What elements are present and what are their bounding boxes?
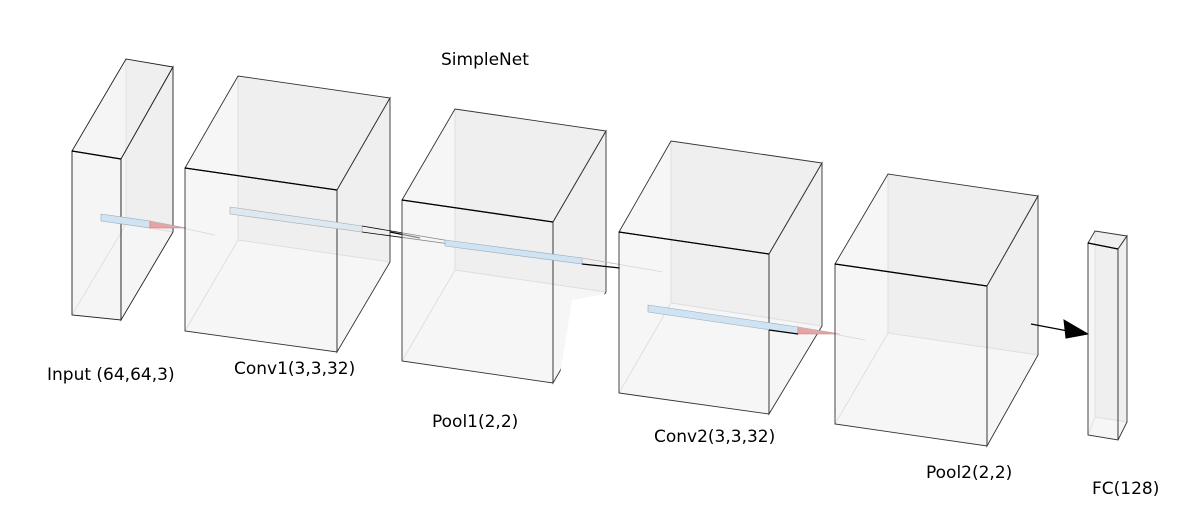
- pool2-front-face: [834, 263, 988, 447]
- fc-front-face: [1087, 242, 1119, 441]
- input-top-front-edge: [71, 150, 122, 160]
- pool1-side-face: [552, 129, 607, 385]
- pool1-layer-box: [401, 108, 607, 385]
- layer-label-pool1: Pool1(2,2): [432, 412, 519, 432]
- layer-label-conv1: Conv1(3,3,32): [234, 359, 356, 379]
- fc-top-front-edge: [1087, 242, 1119, 250]
- fc-side-face: [1117, 234, 1128, 441]
- pool1-top-front-edge: [401, 199, 554, 223]
- pool1-cutout: [560, 294, 606, 375]
- conv2-layer-box: [618, 140, 823, 416]
- conv1-layer-box: [184, 75, 391, 354]
- conv2-top-front-edge: [618, 231, 770, 255]
- kernel-projection-1: [100, 213, 216, 236]
- diagram-title: SimpleNet: [441, 50, 529, 70]
- pool2-top-front-edge: [834, 263, 988, 287]
- input-layer-box: [71, 58, 174, 322]
- layer-label-input: Input (64,64,3): [47, 365, 175, 385]
- pool2-side-face: [986, 194, 1039, 448]
- input-front-face: [71, 150, 122, 321]
- layer-label-fc: FC(128): [1092, 479, 1160, 499]
- arrow-head: [1063, 319, 1090, 339]
- flow-arrow: [1030, 319, 1090, 339]
- conv2-side-face: [768, 161, 823, 416]
- pool1-front-face: [401, 199, 554, 384]
- kernel-ray: [768, 329, 799, 335]
- arrow-shaft: [1030, 323, 1069, 332]
- conv1-side-face: [336, 96, 391, 354]
- kernel-ray: [581, 263, 621, 269]
- layer-label-conv2: Conv2(3,3,32): [654, 427, 776, 447]
- conv1-top-front-edge: [184, 167, 338, 191]
- conv1-front-face: [184, 167, 338, 353]
- pool2-layer-box: [834, 173, 1039, 448]
- input-side-face: [120, 65, 174, 322]
- fc-layer-box: [1087, 230, 1128, 441]
- layer-label-pool2: Pool2(2,2): [926, 463, 1013, 483]
